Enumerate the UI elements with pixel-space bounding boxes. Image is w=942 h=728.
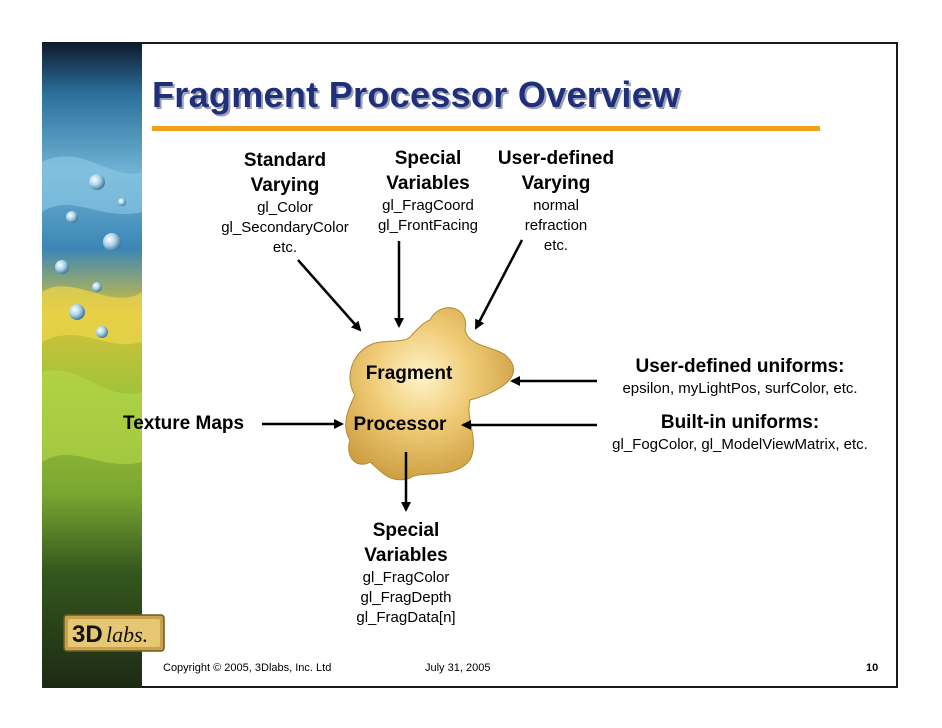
input-user-defined-uniforms: User-defined uniforms: epsilon, myLightP… xyxy=(590,354,890,399)
3dlabs-logo: 3D labs. xyxy=(62,612,168,654)
title-underline xyxy=(152,126,820,131)
user-varying-item: refraction xyxy=(524,217,588,234)
arrow-standard-varying xyxy=(297,259,362,332)
input-special-variables: Special Variables gl_FragCoord gl_FrontF… xyxy=(362,146,494,236)
user-varying-item: normal xyxy=(533,197,579,214)
decorative-side-image xyxy=(42,42,142,688)
svg-text:3D: 3D xyxy=(72,621,103,648)
output-heading-1: Special xyxy=(372,520,440,541)
standard-varying-item: gl_SecondaryColor xyxy=(221,219,349,236)
output-item: gl_FragData[n] xyxy=(356,609,456,626)
output-special-variables: Special Variables gl_FragColor gl_FragDe… xyxy=(336,518,476,628)
user-varying-item: etc. xyxy=(543,237,569,254)
output-heading-2: Variables xyxy=(364,545,448,566)
center-label-fragment: Fragment xyxy=(365,363,453,384)
standard-varying-item: gl_Color xyxy=(257,199,313,216)
footer-copyright: Copyright © 2005, 3Dlabs, Inc. Ltd xyxy=(163,662,332,674)
user-uniforms-detail: epsilon, myLightPos, surfColor, etc. xyxy=(622,380,858,397)
input-standard-varying: Standard Varying gl_Color gl_SecondaryCo… xyxy=(205,148,365,258)
builtin-uniforms-heading: Built-in uniforms: xyxy=(660,412,820,433)
output-item: gl_FragDepth xyxy=(360,589,452,606)
frame-bottom-border xyxy=(42,686,898,688)
footer-page-number: 10 xyxy=(866,662,879,674)
user-varying-heading-1: User-defined xyxy=(497,148,615,169)
input-builtin-uniforms: Built-in uniforms: gl_FogColor, gl_Model… xyxy=(590,410,890,455)
input-texture-maps: Texture Maps xyxy=(123,413,245,434)
user-varying-heading-2: Varying xyxy=(521,173,591,194)
special-variables-heading-1: Special xyxy=(394,148,462,169)
input-user-defined-varying: User-defined Varying normal refraction e… xyxy=(486,146,626,256)
fragment-processor-blob xyxy=(345,307,515,481)
user-uniforms-heading: User-defined uniforms: xyxy=(635,356,845,377)
frame-top-border xyxy=(42,42,898,44)
slide-title: Fragment Processor Overview xyxy=(152,74,681,115)
svg-text:labs.: labs. xyxy=(106,622,148,647)
center-label-processor: Processor xyxy=(353,414,447,435)
arrow-user-defined-varying xyxy=(474,239,524,330)
special-variables-item: gl_FrontFacing xyxy=(377,217,479,234)
frame-right-border xyxy=(896,42,898,688)
standard-varying-item: etc. xyxy=(272,239,298,256)
standard-varying-heading-2: Varying xyxy=(250,175,320,196)
special-variables-heading-2: Variables xyxy=(386,173,470,194)
footer-date: July 31, 2005 xyxy=(425,662,491,674)
standard-varying-heading-1: Standard xyxy=(243,150,327,171)
special-variables-item: gl_FragCoord xyxy=(382,197,474,214)
output-item: gl_FragColor xyxy=(362,569,450,586)
builtin-uniforms-detail: gl_FogColor, gl_ModelViewMatrix, etc. xyxy=(612,436,868,453)
